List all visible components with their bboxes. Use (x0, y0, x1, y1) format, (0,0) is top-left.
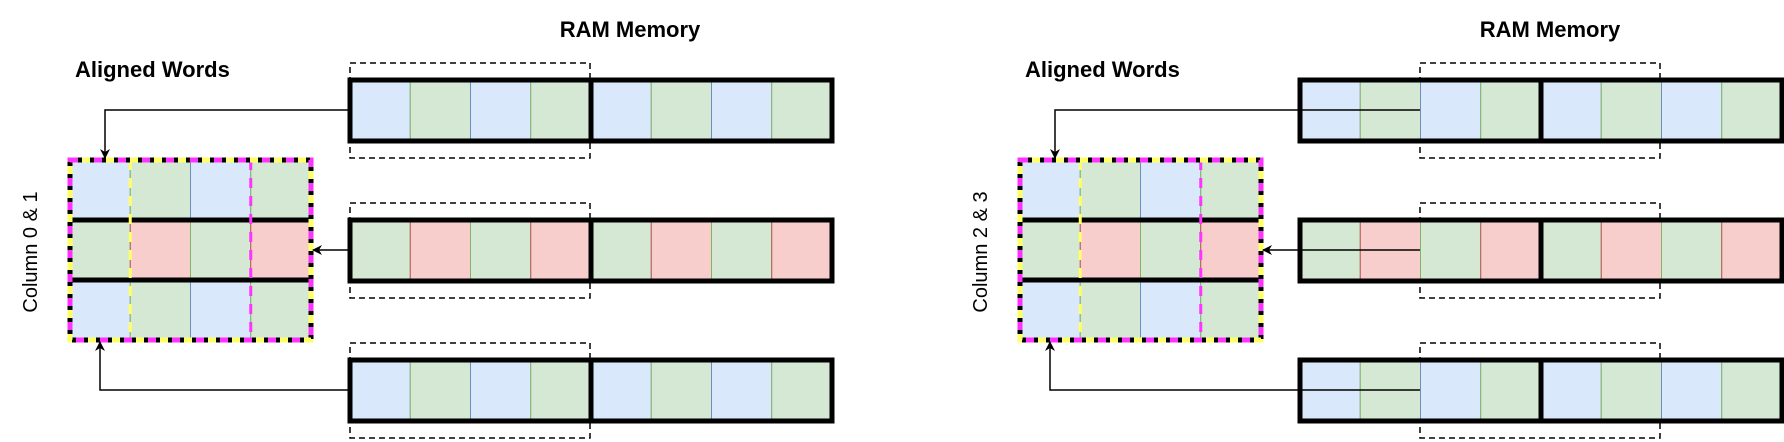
arrow-bottom (95, 341, 350, 391)
memory-cell (409, 219, 471, 282)
memory-cell (409, 79, 471, 142)
memory-cell (711, 359, 773, 422)
arrows (95, 109, 350, 391)
memory-cell (349, 79, 411, 142)
memory-cell (1600, 79, 1662, 142)
arrows (1045, 109, 1420, 391)
memory-word (1538, 217, 1784, 284)
aligned-cell (129, 279, 191, 341)
aligned-cell (1200, 159, 1262, 221)
memory-cell (650, 79, 712, 142)
aligned-cell (129, 219, 191, 281)
memory-cell (470, 359, 532, 422)
aligned-border-dash-yellow (67, 157, 314, 343)
memory-cell (590, 359, 652, 422)
memory-cell (1540, 359, 1602, 422)
aligned-cell (190, 219, 252, 281)
memory-cell (771, 219, 833, 282)
aligned-cell (69, 279, 131, 341)
memory-cell (771, 79, 833, 142)
memory-word (1538, 77, 1784, 144)
memory-cell (1721, 79, 1783, 142)
aligned-cell (1079, 219, 1141, 281)
memory-cell (349, 359, 411, 422)
memory-cell (1540, 79, 1602, 142)
aligned-cell (1140, 279, 1202, 341)
memory-cell (711, 219, 773, 282)
memory-cell (470, 219, 532, 282)
aligned-cell (1019, 159, 1081, 221)
memory-cell (409, 359, 471, 422)
memory-cell (650, 219, 712, 282)
memory-cell (1480, 219, 1542, 282)
aligned-cell (1200, 219, 1262, 281)
memory-word (588, 217, 835, 284)
panel-1: RAM Memory Aligned Words Column 0 & 1 (20, 17, 835, 439)
memory-cell (711, 79, 773, 142)
aligned-cell (250, 159, 312, 221)
memory-word (1538, 357, 1784, 424)
memory-cell (1721, 359, 1783, 422)
aligned-words-block (67, 157, 314, 343)
memory-cell (1420, 219, 1482, 282)
memory-cell (650, 359, 712, 422)
memory-cell (1420, 79, 1482, 142)
memory-cell (1600, 359, 1662, 422)
aligned-cell (1079, 159, 1141, 221)
aligned-cell (1140, 219, 1202, 281)
memory-cell (1480, 359, 1542, 422)
memory-cell (530, 219, 592, 282)
memory-cell (1661, 359, 1723, 422)
memory-cell (771, 359, 833, 422)
aligned-words-title: Aligned Words (75, 57, 230, 82)
column-label: Column 0 & 1 (20, 191, 42, 312)
arrow-bottom (1045, 341, 1420, 391)
arrow-top (1050, 109, 1420, 159)
aligned-border-dash-magenta (67, 157, 314, 343)
aligned-cell (190, 279, 252, 341)
aligned-border-dash-yellow (1017, 157, 1264, 343)
aligned-cell (250, 219, 312, 281)
memory-cell (1721, 219, 1783, 282)
memory-cell (1480, 79, 1542, 142)
aligned-cell (69, 159, 131, 221)
memory-cell (530, 79, 592, 142)
aligned-cell (190, 159, 252, 221)
ram-memory-title: RAM Memory (1480, 17, 1621, 42)
memory-cell (590, 219, 652, 282)
memory-word (588, 77, 835, 144)
aligned-cell (1079, 279, 1141, 341)
aligned-words-title: Aligned Words (1025, 57, 1180, 82)
aligned-cell (69, 219, 131, 281)
memory-cell (1661, 79, 1723, 142)
aligned-cell (1200, 279, 1262, 341)
memory-cell (590, 79, 652, 142)
aligned-border-dash-magenta (1017, 157, 1264, 343)
aligned-words-block (1017, 157, 1264, 343)
aligned-cell (250, 279, 312, 341)
ram-memory-title: RAM Memory (560, 17, 701, 42)
aligned-cell (1019, 279, 1081, 341)
memory-cell (1420, 359, 1482, 422)
memory-cell (1600, 219, 1662, 282)
aligned-cell (1140, 159, 1202, 221)
column-label: Column 2 & 3 (970, 191, 992, 312)
aligned-cell (129, 159, 191, 221)
panel-2: RAM Memory Aligned Words Column 2 & 3 (970, 17, 1784, 439)
memory-cell (470, 79, 532, 142)
memory-cell (530, 359, 592, 422)
memory-word (588, 357, 835, 424)
memory-cell (349, 219, 411, 282)
memory-cell (1661, 219, 1723, 282)
memory-cell (1540, 219, 1602, 282)
arrow-top (100, 109, 350, 159)
ram-memory-rows (347, 62, 835, 439)
aligned-cell (1019, 219, 1081, 281)
